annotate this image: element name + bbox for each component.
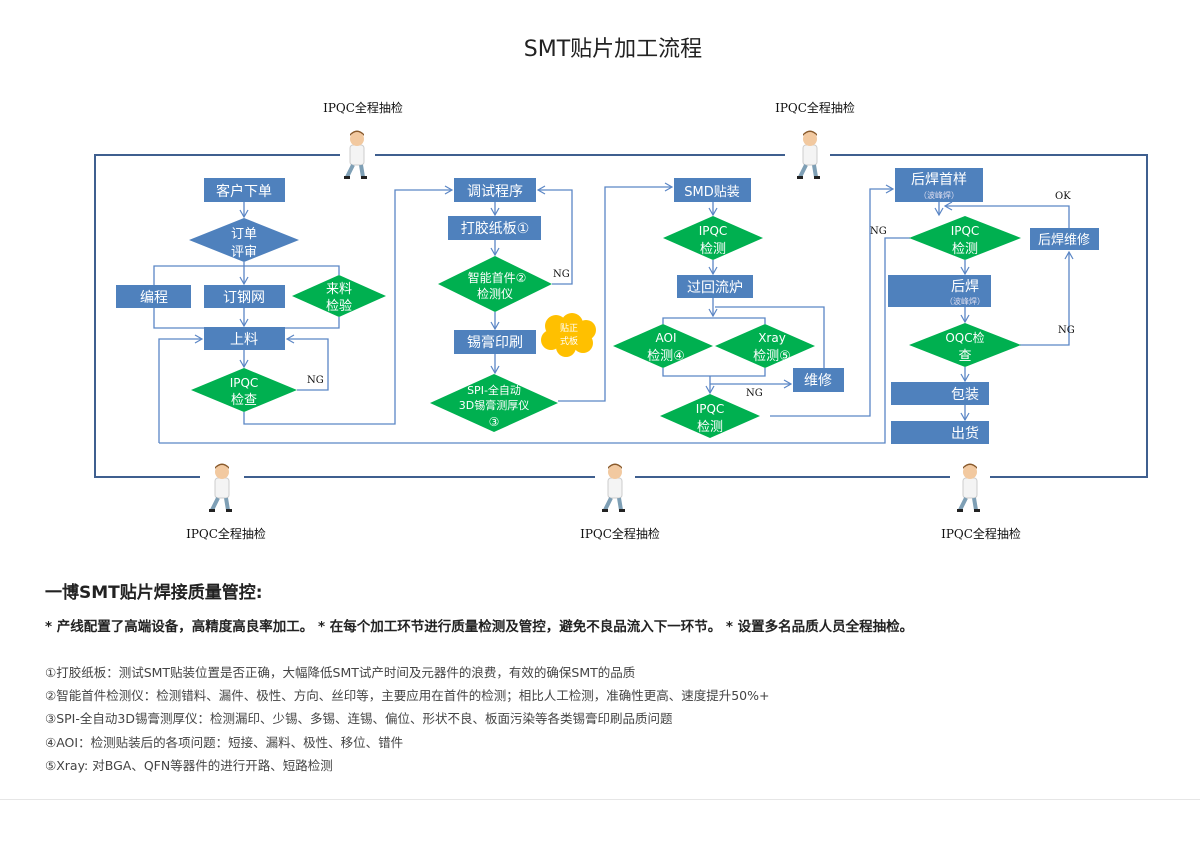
inspector-label: IPQC全程抽检 [323,100,403,115]
svg-text:来料: 来料 [326,282,352,297]
node-xray: Xray 检测⑤ [715,324,815,368]
svg-text:检测: 检测 [700,242,726,257]
smt-flowchart: SMT贴片加工流程 IPQC全程抽检 IPQC全程抽检 IPQC全程抽检 IPQ… [94,37,1148,541]
node-ipqc-smd: IPQC 检测 [663,216,763,260]
svg-text:③: ③ [489,415,500,429]
node-paste-print: 锡膏印刷 [454,330,536,354]
node-smd: SMD贴装 [674,178,751,202]
ng-label: NG [553,269,570,280]
quality-control-section: 一博SMT贴片焊接质量管控: * 产线配置了高端设备，高精度高良率加工。 * 在… [45,578,1165,777]
connectors [153,182,1074,444]
inspector-figure-icon [955,461,982,514]
inspector-figure-icon [795,128,822,181]
svg-text:订单: 订单 [231,227,257,242]
svg-text:IPQC: IPQC [951,224,980,238]
svg-text:调试程序: 调试程序 [467,184,523,200]
inspector-label: IPQC全程抽检 [775,100,855,115]
node-order: 客户下单 [204,178,285,202]
svg-text:后焊首样: 后焊首样 [911,172,967,188]
process-frame [94,154,1148,478]
svg-text:后焊: 后焊 [951,279,979,295]
node-stencil: 订钢网 [204,285,285,308]
notes-list: ①打胶纸板：测试SMT贴装位置是否正确，大幅降低SMT试产时间及元器件的浪费，有… [45,661,1165,777]
svg-text:编程: 编程 [140,290,168,306]
inspector-label: IPQC全程抽检 [580,526,660,541]
svg-text:维修: 维修 [804,373,832,389]
node-program: 编程 [116,285,191,308]
node-ipqc-check: IPQC 检查 [191,368,297,412]
ng-label: NG [870,226,887,237]
svg-text:AOI: AOI [656,331,677,345]
svg-text:SMD贴装: SMD贴装 [684,185,739,200]
svg-text:后焊维修: 后焊维修 [1038,232,1090,248]
node-aoi: AOI 检测④ [613,324,713,368]
inspector-figure-icon [207,461,234,514]
node-reflow: 过回流炉 [677,275,753,298]
inspector-label: IPQC全程抽检 [941,526,1021,541]
ng-label: NG [307,375,324,386]
svg-text:检测④: 检测④ [647,349,685,364]
svg-text:评审: 评审 [231,245,257,260]
inspector-figure-icon [600,461,627,514]
node-debug: 调试程序 [454,178,536,202]
svg-text:包装: 包装 [951,387,979,403]
node-post-weld: 后焊（波峰焊） [888,275,991,307]
node-packing: 包装 [891,382,989,405]
svg-text:锡膏印刷: 锡膏印刷 [467,334,523,351]
note-item: ①打胶纸板：测试SMT贴装位置是否正确，大幅降低SMT试产时间及元器件的浪费，有… [45,665,636,680]
node-ipqc-after: IPQC 检测 [660,394,760,438]
svg-text:上料: 上料 [230,332,258,348]
svg-text:出货: 出货 [951,425,979,442]
svg-text:OQC检: OQC检 [945,330,984,345]
svg-text:检测: 检测 [952,242,978,257]
svg-text:3D锡膏测厚仪: 3D锡膏测厚仪 [459,398,529,412]
inspector-figure-icon [342,128,369,181]
svg-text:（波峰焊）: （波峰焊） [919,190,959,200]
svg-text:订钢网: 订钢网 [223,290,265,306]
ng-label: NG [746,388,763,399]
svg-text:检测: 检测 [697,420,723,435]
note-item: ④AOI：检测贴装后的各项问题：短接、漏料、极性、移位、错件 [45,734,404,750]
svg-text:IPQC: IPQC [696,402,725,416]
svg-text:（波峰焊）: （波峰焊） [945,296,985,306]
svg-text:Xray: Xray [758,331,786,345]
divider [0,799,1200,800]
node-spi: SPI-全自动3D锡膏测厚仪 ③ [430,374,558,432]
svg-text:检测仪: 检测仪 [477,286,513,301]
svg-text:IPQC: IPQC [230,376,259,390]
ok-label: OK [1055,191,1071,202]
node-tape-board: 打胶纸板① [448,216,541,240]
note-item: ③SPI-全自动3D锡膏测厚仪：检测漏印、少锡、多锡、连锡、偏位、形状不良、板面… [45,711,673,727]
svg-text:检测⑤: 检测⑤ [753,349,791,364]
svg-text:贴正: 贴正 [560,322,578,334]
section-heading: 一博SMT贴片焊接质量管控: [45,583,263,603]
page-title: SMT贴片加工流程 [524,37,702,62]
svg-text:智能首件②: 智能首件② [468,270,527,285]
svg-text:检查: 检查 [231,393,257,408]
node-shipping: 出货 [891,421,989,444]
note-item: ②智能首件检测仪：检测错料、漏件、极性、方向、丝印等，主要应用在首件的检测；相比… [45,688,770,704]
svg-text:过回流炉: 过回流炉 [687,280,743,296]
inspector-label: IPQC全程抽检 [186,526,266,541]
svg-text:客户下单: 客户下单 [216,183,272,200]
node-repair: 维修 [793,368,844,392]
node-ipqc-post: IPQC 检测 [909,216,1021,260]
svg-text:查: 查 [958,349,971,364]
node-post-repair: 后焊维修 [1030,228,1099,250]
note-item: ⑤Xray: 对BGA、QFN等器件的进行开路、短路检测 [45,757,333,773]
svg-text:IPQC: IPQC [699,224,728,238]
node-loading: 上料 [204,327,285,350]
node-post-first: 后焊首样 （波峰焊） [895,168,983,202]
svg-text:SPI-全自动: SPI-全自动 [467,383,521,397]
svg-text:式板: 式板 [560,335,578,347]
svg-text:检验: 检验 [326,298,352,314]
highlights: * 产线配置了高端设备，高精度高良率加工。 * 在每个加工环节进行质量检测及管控… [45,619,914,635]
ng-label: NG [1058,325,1075,336]
svg-text:打胶纸板①: 打胶纸板① [461,220,530,237]
